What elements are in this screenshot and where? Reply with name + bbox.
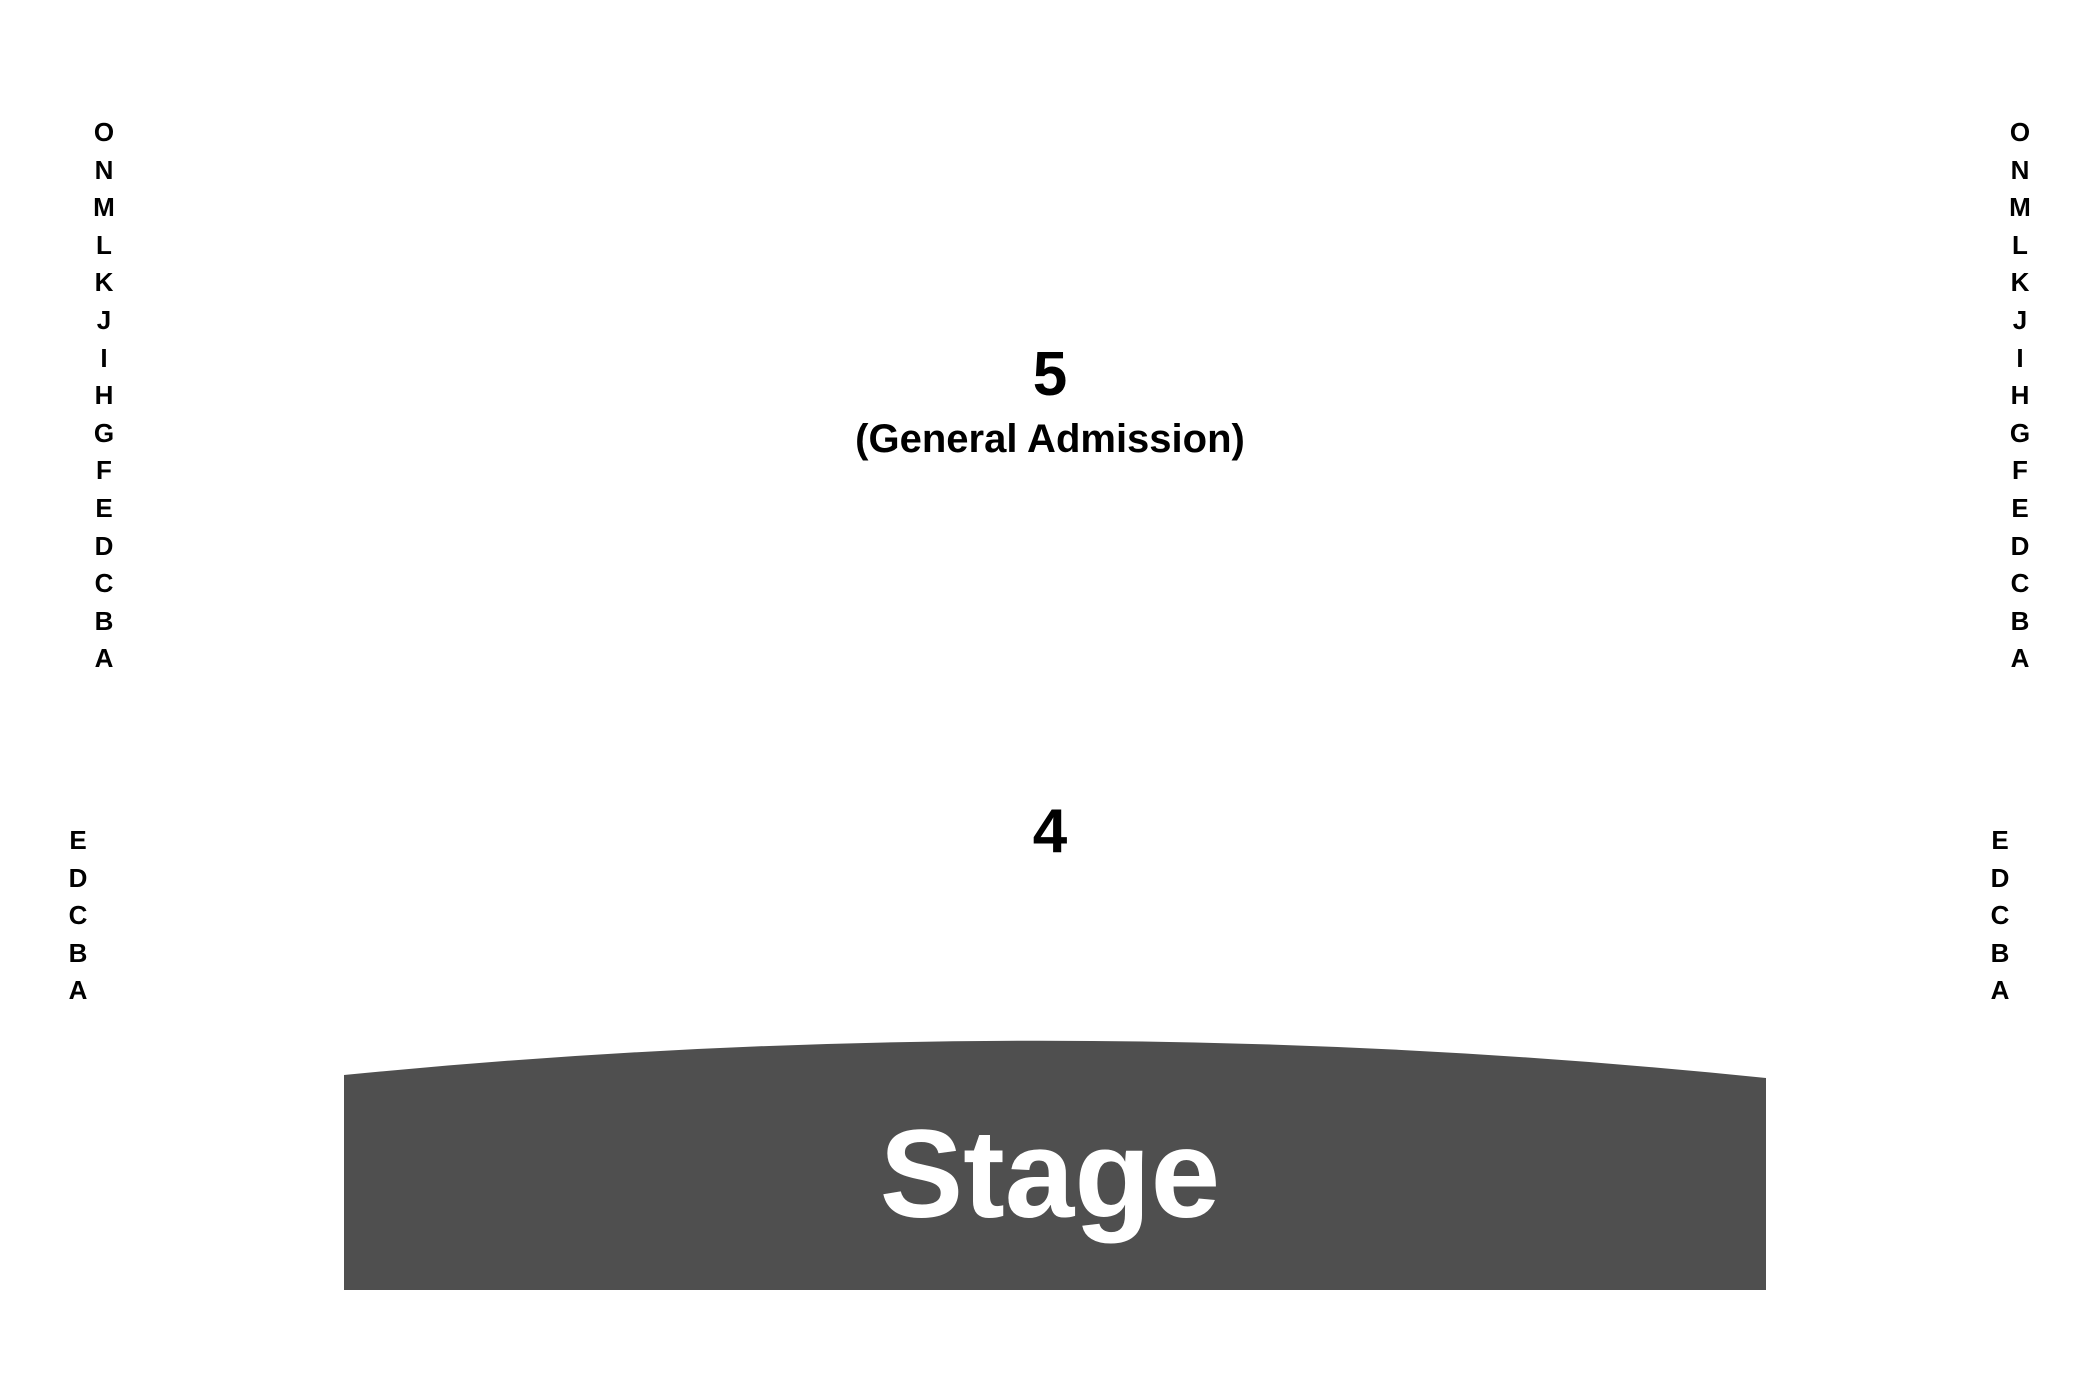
row-label: D (68, 862, 88, 893)
row-label: D (94, 530, 114, 561)
row-label: J (2012, 304, 2028, 335)
row-label: A (2010, 643, 2030, 674)
row-label: D (1990, 862, 2010, 893)
row-label: F (96, 455, 112, 486)
section-5-number[interactable]: 5 (1032, 340, 1068, 409)
row-label: E (1991, 825, 2009, 855)
row-label: E (95, 492, 113, 523)
stage-platform (344, 1040, 1766, 1290)
row-label: O (93, 117, 115, 147)
row-label: C (68, 900, 88, 931)
row-label: C (2010, 568, 2030, 599)
row-label: J (96, 304, 112, 335)
row-label: M (93, 192, 115, 223)
row-label: K (94, 267, 114, 298)
row-label: B (2010, 605, 2030, 636)
row-label: D (2010, 530, 2030, 561)
row-label: E (69, 825, 87, 855)
row-label: B (68, 937, 88, 968)
row-label: G (93, 417, 115, 448)
row-label: O (2009, 117, 2031, 147)
row-label: M (2009, 192, 2031, 223)
row-label: A (94, 643, 114, 674)
row-label: N (94, 154, 114, 185)
row-label: L (2012, 229, 2028, 260)
row-label: E (2011, 492, 2029, 523)
section-5-subtitle: (General Admission) (855, 417, 1245, 461)
row-label: B (1990, 937, 2010, 968)
row-label: F (2012, 455, 2028, 486)
row-label: I (2016, 342, 2024, 373)
row-label: I (100, 342, 108, 373)
row-label: H (94, 380, 114, 411)
row-label: B (94, 605, 114, 636)
row-label: A (1990, 975, 2010, 1006)
row-label: C (94, 568, 114, 599)
row-label: H (2010, 380, 2030, 411)
row-label: K (2010, 267, 2030, 298)
section-4-number[interactable]: 4 (1032, 797, 1068, 866)
row-label: G (2009, 417, 2031, 448)
row-label: N (2010, 154, 2030, 185)
row-label: L (96, 229, 112, 260)
row-label: A (68, 975, 88, 1006)
row-label: C (1990, 900, 2010, 931)
stage-label: Stage (879, 1105, 1221, 1244)
